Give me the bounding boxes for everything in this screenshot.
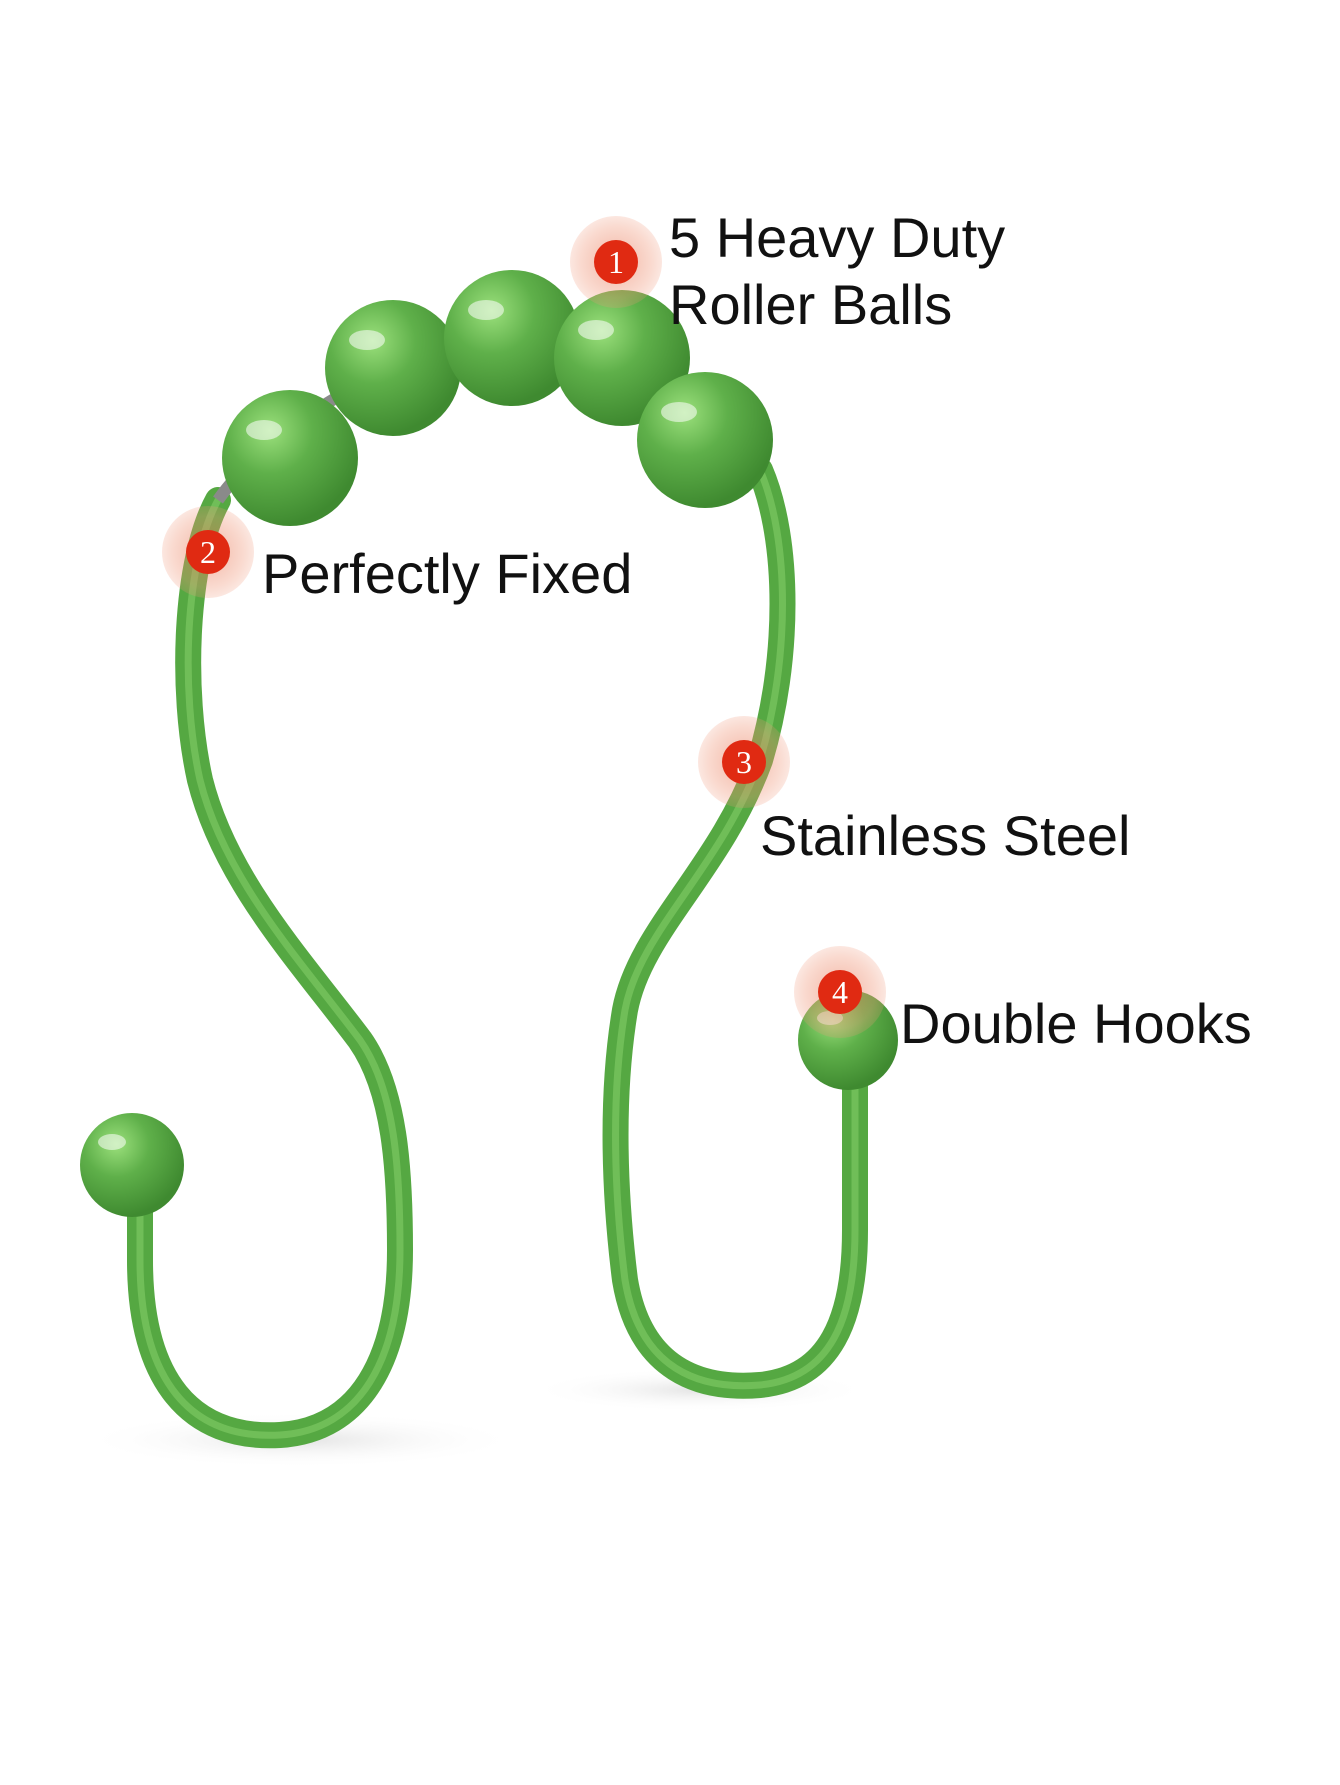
callout-2-label: Perfectly Fixed (262, 542, 633, 605)
callout-3-badge: 3 (722, 740, 766, 784)
roller-ball (222, 390, 358, 526)
right-hook-wire (602, 457, 868, 1399)
callout-1-badge: 1 (594, 240, 638, 284)
roller-balls (222, 270, 773, 526)
callout-1-label-line1: 5 Heavy Duty (669, 206, 1006, 269)
callout-4-badge: 4 (818, 970, 862, 1014)
callout-2-badge: 2 (186, 530, 230, 574)
roller-ball (325, 300, 461, 436)
callout-4-label: Double Hooks (900, 992, 1252, 1055)
callout-1-label-line2: Roller Balls (669, 273, 953, 336)
left-end-ball (80, 1113, 184, 1217)
left-hook-wire (127, 487, 414, 1449)
callout-3-label: Stainless Steel (760, 804, 1131, 867)
roller-ball (637, 372, 773, 508)
